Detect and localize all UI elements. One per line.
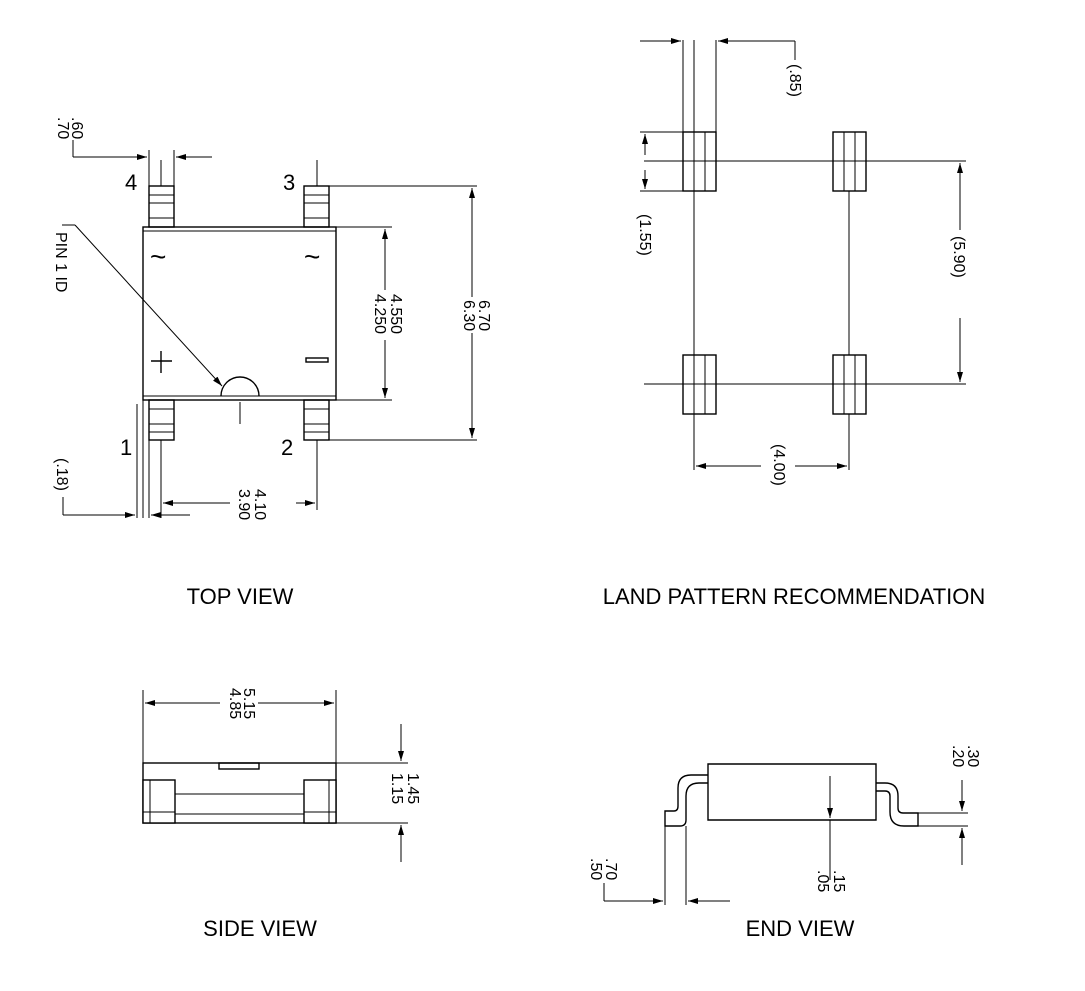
lead-offset-label: (.18) [53, 458, 70, 491]
pad-bottom-right [832, 354, 867, 415]
plus-mark [151, 351, 172, 373]
end-view-body [707, 763, 877, 821]
vertical-pitch-label: (5.90) [950, 236, 967, 278]
body-height-min: 4.250 [371, 294, 388, 334]
horizontal-pitch-label: (4.00) [770, 444, 787, 486]
caption-top-view: TOP VIEW [187, 584, 294, 609]
side-view: 5.15 4.85 1.45 1.15 [142, 688, 421, 862]
lead-pin-2 [303, 399, 330, 510]
lead-width-max: .70 [54, 117, 71, 139]
lead-thickness-max: .30 [964, 745, 981, 767]
side-height-max: 1.45 [404, 773, 421, 804]
ac-symbol-left: ~ [150, 241, 166, 272]
lead-pitch-max: 4.10 [251, 489, 268, 520]
caption-end-view: END VIEW [746, 916, 855, 941]
lead-pin-4 [148, 160, 175, 228]
lead-foot-min: .50 [587, 858, 604, 880]
caption-land-pattern: LAND PATTERN RECOMMENDATION [603, 584, 986, 609]
lead-pin-3 [303, 160, 330, 228]
overall-height-min: 6.30 [460, 300, 477, 331]
side-height-min: 1.15 [388, 773, 405, 804]
pad-bottom-left [682, 354, 717, 415]
pad-top-right [832, 131, 867, 192]
pin-label-2: 2 [281, 435, 293, 460]
standoff-max: .15 [830, 870, 847, 892]
lead-pitch-min: 3.90 [235, 489, 252, 520]
top-view: ~ ~ PIN 1 ID 4 3 1 2 .70 .60 4.550 4 [52, 117, 492, 520]
pin1-dimple [220, 376, 260, 397]
end-lead-left [664, 774, 708, 827]
pin1-id-label: PIN 1 ID [52, 232, 69, 292]
end-lead-right [876, 782, 919, 827]
lead-foot-max: .70 [602, 858, 619, 880]
pad-width-label: (.85) [786, 64, 803, 97]
ac-symbol-right: ~ [304, 241, 320, 272]
body-length-max: 5.15 [240, 688, 257, 719]
minus-mark [305, 357, 329, 363]
lead-thickness-min: .20 [949, 745, 966, 767]
standoff-min: .05 [814, 870, 831, 892]
pin-label-3: 3 [283, 170, 295, 195]
side-lead-right [303, 779, 337, 824]
land-pattern: (.85) (1.55) (5.90) (4.00) [636, 38, 967, 486]
lead-width-min: .60 [68, 117, 85, 139]
body-height-max: 4.550 [387, 294, 404, 334]
pad-length-label: (1.55) [636, 214, 653, 256]
top-view-body [142, 226, 337, 401]
pin-label-4: 4 [125, 170, 137, 195]
body-length-min: 4.85 [226, 688, 243, 719]
overall-height-max: 6.70 [475, 300, 492, 331]
pin-label-1: 1 [120, 435, 132, 460]
caption-side-view: SIDE VIEW [203, 916, 317, 941]
side-lead-left [142, 779, 176, 824]
lead-pin-1 [148, 399, 175, 518]
pad-top-left [682, 131, 717, 192]
end-view: .30 .20 .15 .05 .70 .50 [587, 745, 981, 905]
